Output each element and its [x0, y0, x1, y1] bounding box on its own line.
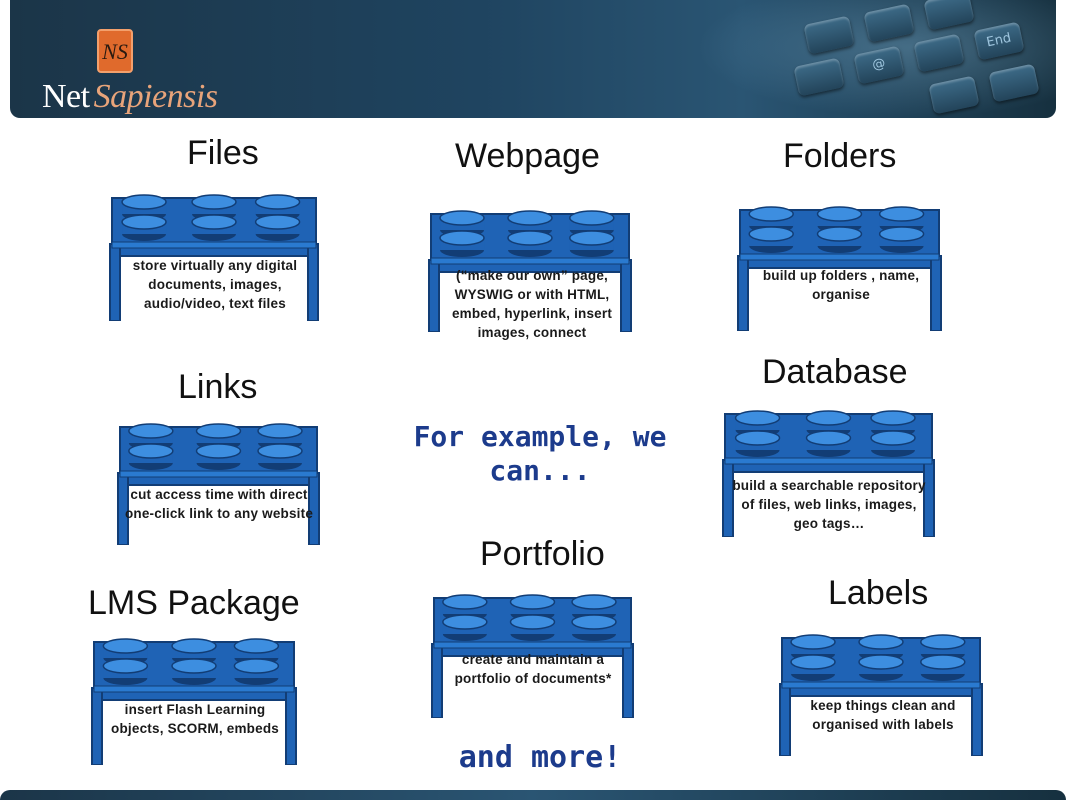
feature-title-labels: Labels — [828, 574, 929, 612]
feature-description-portfolio: create and maintain a portfolio of docum… — [454, 652, 612, 686]
feature-description-webpage: (“make our own” page, WYSWIG or with HTM… — [451, 268, 613, 340]
lego-brick-lms-package: insert Flash Learning objects, SCORM, em… — [90, 630, 298, 765]
feature-description-files: store virtually any digital documents, i… — [132, 258, 298, 311]
feature-title-lms-package: LMS Package — [88, 584, 300, 622]
lego-brick-shape — [431, 594, 634, 718]
keyboard-key — [803, 15, 855, 55]
lego-brick-database: build a searchable repository of files, … — [721, 402, 936, 537]
logo-mark-icon: NS — [97, 29, 133, 73]
lego-brick-webpage: (“make our own” page, WYSWIG or with HTM… — [427, 202, 633, 340]
outro-text: and more! — [458, 740, 622, 775]
lego-brick-shape — [428, 210, 632, 332]
lego-brick-shape — [737, 206, 942, 331]
keyboard-key — [923, 0, 975, 31]
keyboard-key-at: @ — [853, 45, 905, 85]
lego-brick-shape — [109, 194, 319, 321]
brand-prefix: Net — [42, 78, 90, 115]
lego-brick-shape — [91, 638, 297, 765]
keyboard-key — [863, 3, 915, 43]
feature-title-portfolio: Portfolio — [480, 535, 605, 573]
feature-description-links: cut access time with direct one-click li… — [124, 487, 314, 521]
keyboard-key — [793, 57, 845, 97]
feature-description-labels: keep things clean and organised with lab… — [810, 698, 956, 732]
keyboard-key — [928, 75, 980, 115]
lego-brick-portfolio: create and maintain a portfolio of docum… — [430, 586, 635, 718]
lego-brick-shape — [779, 634, 983, 756]
lego-brick-shape — [722, 410, 935, 537]
lego-brick-folders: build up folders , name, organise — [736, 198, 943, 331]
keyboard-key-end: End — [973, 21, 1025, 61]
intro-text: For example, we can... — [413, 420, 667, 487]
logo-mark-text: NS — [101, 39, 128, 64]
keyboard-key — [913, 33, 965, 73]
lego-brick-shape — [117, 423, 320, 545]
brand-suffix: Sapiensis — [93, 78, 218, 115]
feature-title-files: Files — [187, 134, 259, 172]
footer-bar — [0, 790, 1066, 800]
feature-title-webpage: Webpage — [455, 137, 600, 175]
lego-brick-files: store virtually any digital documents, i… — [108, 186, 320, 321]
keyboard-image: @ End — [696, 0, 1056, 118]
feature-title-links: Links — [178, 368, 258, 406]
feature-description-folders: build up folders , name, organise — [762, 268, 920, 302]
lego-brick-links: cut access time with direct one-click li… — [116, 415, 321, 545]
feature-title-database: Database — [762, 353, 908, 391]
lego-brick-labels: keep things clean and organised with lab… — [778, 626, 984, 756]
feature-description-database: build a searchable repository of files, … — [732, 478, 926, 531]
feature-title-folders: Folders — [783, 137, 897, 175]
keyboard-key — [988, 63, 1040, 103]
feature-description-lms-package: insert Flash Learning objects, SCORM, em… — [111, 702, 279, 736]
